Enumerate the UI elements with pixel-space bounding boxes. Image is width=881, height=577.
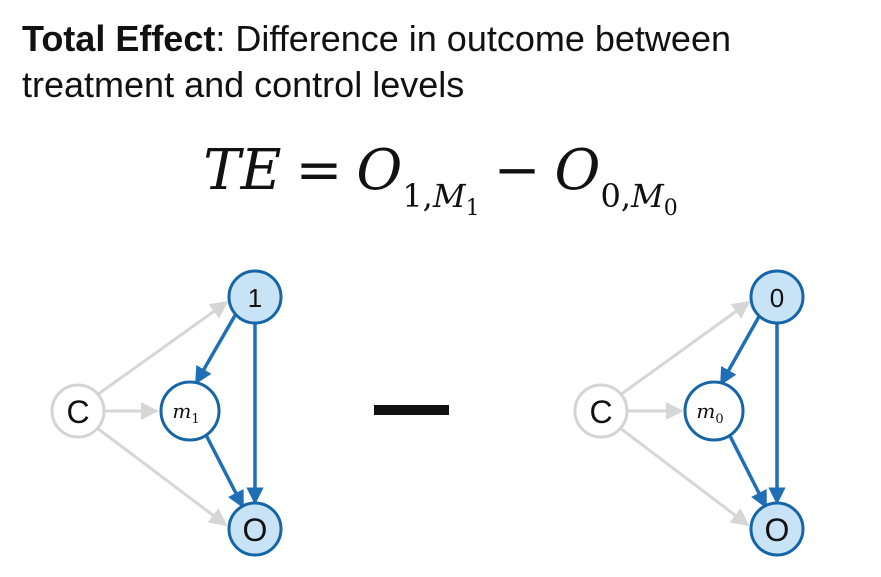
mediator-var-right: m <box>696 399 715 423</box>
treatment-label-right: 0 <box>770 283 784 313</box>
confounder-node-right <box>573 383 629 439</box>
mediator-sub-left: 1 <box>191 412 199 427</box>
edge-mediator-to-outcome-left <box>203 432 245 509</box>
outcome-node-left <box>227 501 283 557</box>
mediator-sub-right: 0 <box>715 412 723 427</box>
formula-term1-subsub: 1 <box>465 196 480 221</box>
formula-lhs: TE <box>203 138 282 203</box>
edge-mediator-to-outcome-right <box>727 433 768 509</box>
left-graph: C 1 m1 O <box>50 269 283 557</box>
confounder-label-left: C <box>66 394 89 430</box>
heading-bold: Total Effect <box>22 18 216 59</box>
formula-term2-var: O <box>554 138 601 203</box>
edge-treatment-to-mediator-right <box>719 312 763 386</box>
slide-heading: Total Effect: Difference in outcome betw… <box>22 16 862 108</box>
edge-c-to-treatment-left <box>96 300 229 397</box>
mediator-var-left: m <box>172 399 191 423</box>
formula-minus: − <box>493 138 541 203</box>
edge-c-to-treatment-right <box>619 300 751 397</box>
confounder-node-left <box>50 383 106 439</box>
total-effect-formula: TE=O1,M1−O0,M0 <box>0 138 881 221</box>
mediator-node-left <box>159 380 221 442</box>
mediator-node-right <box>683 380 745 442</box>
formula-term2-sub: 0,M0 <box>600 177 677 221</box>
formula-term2-sub-num: 0, <box>600 177 631 215</box>
formula-term2-subsub: 0 <box>663 196 678 221</box>
outcome-label-left: O <box>243 512 268 548</box>
edge-treatment-to-mediator-left <box>194 311 239 385</box>
formula-term1-var: O <box>356 138 403 203</box>
formula-term2-sub-var: M <box>630 177 664 215</box>
mediator-label-left: m1 <box>172 399 199 427</box>
treatment-node-left <box>227 269 283 325</box>
outcome-node-right <box>749 501 805 557</box>
mediator-label-right: m0 <box>696 399 723 427</box>
heading-rest: : Difference in outcome between treatmen… <box>22 18 731 105</box>
edge-c-to-outcome-left <box>96 426 228 527</box>
right-graph: C 0 m0 O <box>573 269 805 557</box>
treatment-node-right <box>749 269 805 325</box>
outcome-label-right: O <box>765 512 790 548</box>
formula-term1-sub-num: 1, <box>402 177 433 215</box>
minus-sign <box>374 405 449 415</box>
confounder-label-right: C <box>589 394 612 430</box>
formula-equals: = <box>295 138 343 203</box>
formula-term1-sub: 1,M1 <box>402 177 479 221</box>
formula-term1-sub-var: M <box>432 177 466 215</box>
edge-c-to-outcome-right <box>619 426 750 527</box>
treatment-label-left: 1 <box>248 283 262 313</box>
